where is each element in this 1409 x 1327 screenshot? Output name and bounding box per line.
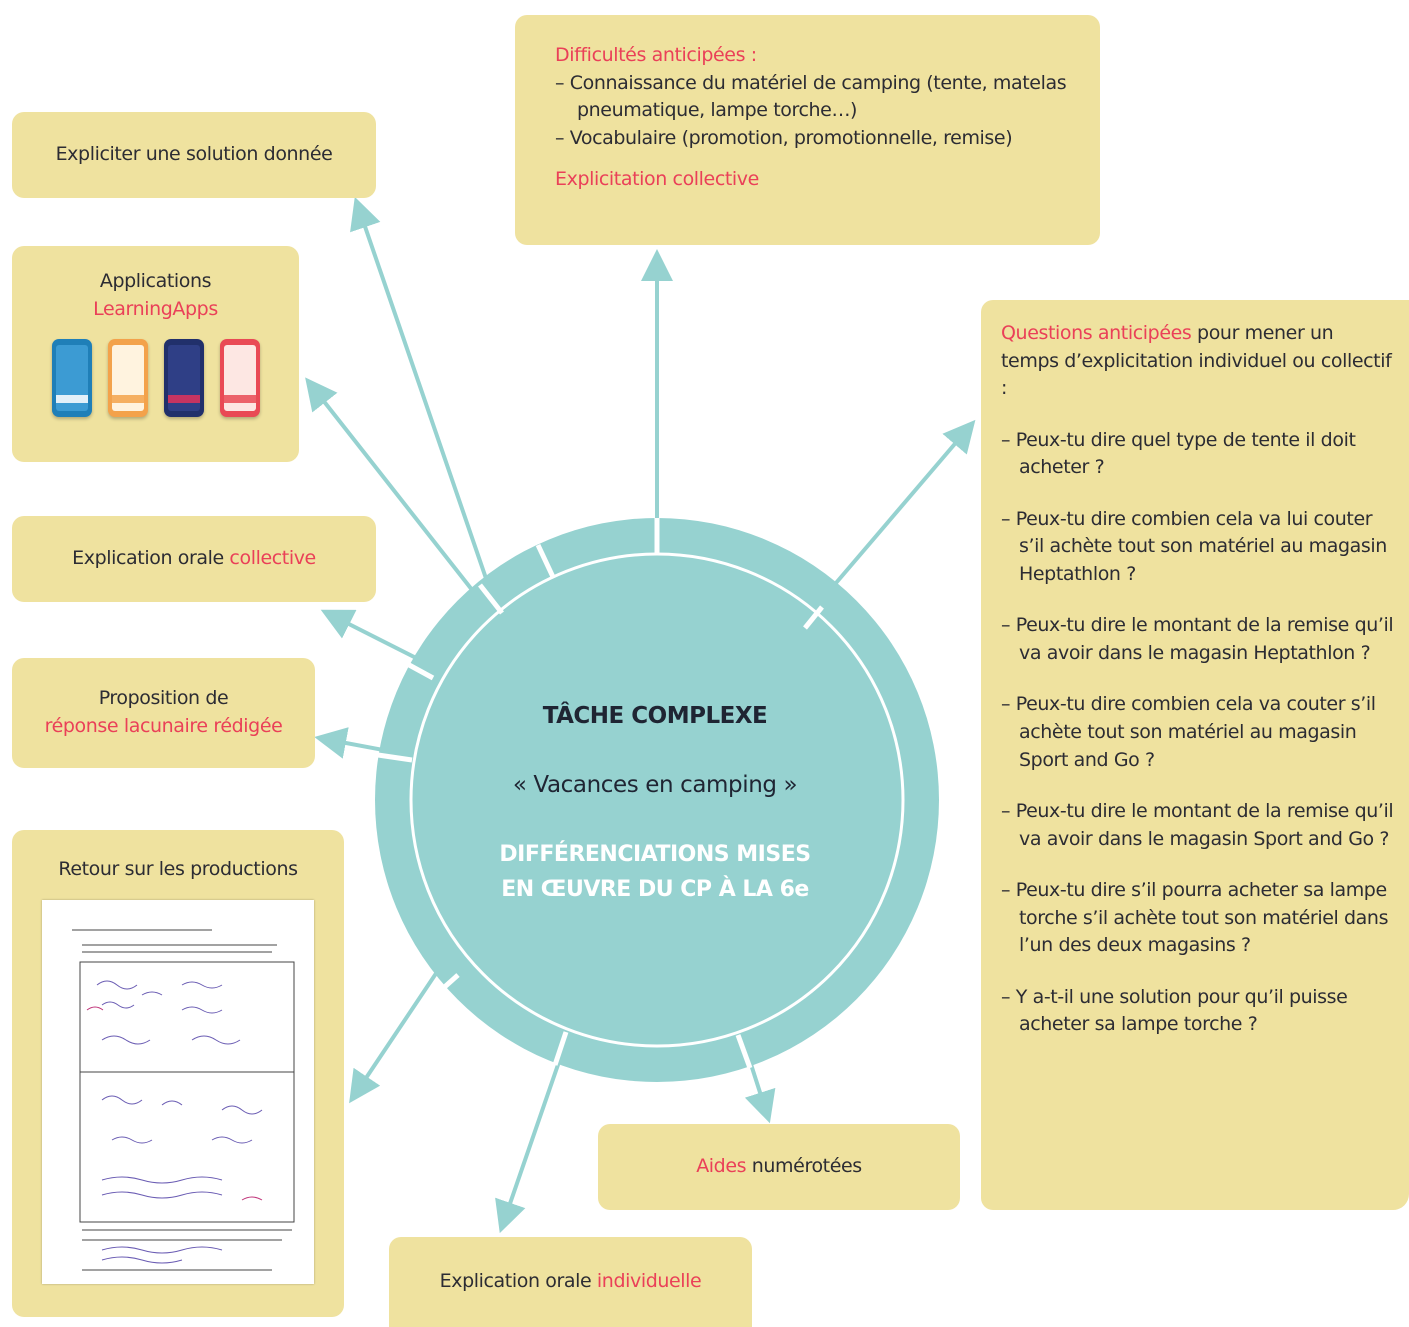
box-applications: Applications LearningApps [12, 246, 299, 462]
outer-ring [375, 518, 939, 1082]
retour-title: Retour sur les productions [58, 858, 298, 880]
difficultes-item: – Connaissance du matériel de camping (t… [555, 71, 1067, 122]
student-production-thumbnail [42, 900, 314, 1284]
question-item: – Peux-tu dire le montant de la remise q… [1001, 614, 1394, 664]
app-thumbnail-4 [219, 339, 260, 418]
proposition-line1: Proposition de [98, 687, 229, 710]
questions-heading-rest: pour mener un temps d’explicitation indi… [1001, 322, 1392, 400]
applications-subtitle: LearningApps [93, 297, 218, 320]
question-item: – Peux-tu dire quel type de tente il doi… [1001, 428, 1356, 479]
proposition-line2: réponse lacunaire rédigée [44, 715, 283, 737]
box-aides: Aides numérotées [598, 1124, 960, 1210]
explication-collective-highlight: collective [229, 547, 316, 570]
arrow-to-applications [305, 377, 482, 602]
arrow-to-expliciter [350, 196, 492, 591]
aides-text: numérotées [746, 1155, 862, 1178]
arrow-to-questions [828, 419, 976, 592]
app-thumbnail-2 [107, 339, 148, 418]
questions-heading: Questions anticipées pour mener un temps… [1001, 320, 1395, 403]
center-caption-line1: DIFFÉRENCIATIONS MISES [499, 842, 811, 867]
explication-individuelle-text: Explication orale [439, 1270, 597, 1293]
question-item: – Peux-tu dire combien cela va couter s’… [1001, 693, 1376, 771]
difficultes-heading: Difficultés anticipées : [555, 44, 757, 66]
applications-title: Applications [99, 270, 212, 292]
center-subtitle: « Vacances en camping » [512, 772, 798, 798]
app-thumbnail-1 [51, 339, 92, 418]
box-explication-individuelle: Explication orale individuelle [389, 1237, 752, 1327]
box-difficultes: Difficultés anticipées : – Connaissance … [515, 15, 1100, 245]
difficultes-item: – Vocabulaire (promotion, promotionnelle… [555, 126, 1013, 149]
difficultes-footer: Explicitation collective [555, 168, 759, 191]
question-item: – Peux-tu dire s’il pourra acheter sa la… [1001, 879, 1389, 957]
box-questions: Questions anticipées pour mener un temps… [981, 300, 1409, 1210]
aides-highlight: Aides [696, 1155, 747, 1178]
box-explication-collective: Explication orale collective [12, 516, 376, 602]
question-item: – Y a-t-il une solution pour qu’il puiss… [1001, 985, 1348, 1036]
question-item: – Peux-tu dire le montant de la remise q… [1001, 800, 1394, 850]
expliciter-text: Expliciter une solution donnée [55, 143, 333, 166]
app-thumbnails [12, 339, 299, 418]
ring-dividers [377, 518, 824, 1069]
center-caption-line2: EN ŒUVRE DU CP À LA 6e [501, 877, 809, 902]
question-item: – Peux-tu dire combien cela va lui coute… [1001, 507, 1387, 585]
explication-collective-text: Explication orale [72, 547, 230, 570]
questions-list: – Peux-tu dire quel type de tente il doi… [1001, 427, 1395, 1039]
difficultes-list: – Connaissance du matériel de camping (t… [555, 70, 1080, 153]
box-expliciter: Expliciter une solution donnée [12, 112, 376, 198]
center-title: TÂCHE COMPLEXE [542, 703, 768, 729]
box-proposition: Proposition de réponse lacunaire rédigée [12, 658, 315, 768]
app-thumbnail-3 [163, 339, 204, 418]
arrow-to-retour [349, 958, 447, 1104]
explication-individuelle-highlight: individuelle [596, 1270, 702, 1293]
questions-heading-highlight: Questions anticipées [1001, 322, 1192, 344]
